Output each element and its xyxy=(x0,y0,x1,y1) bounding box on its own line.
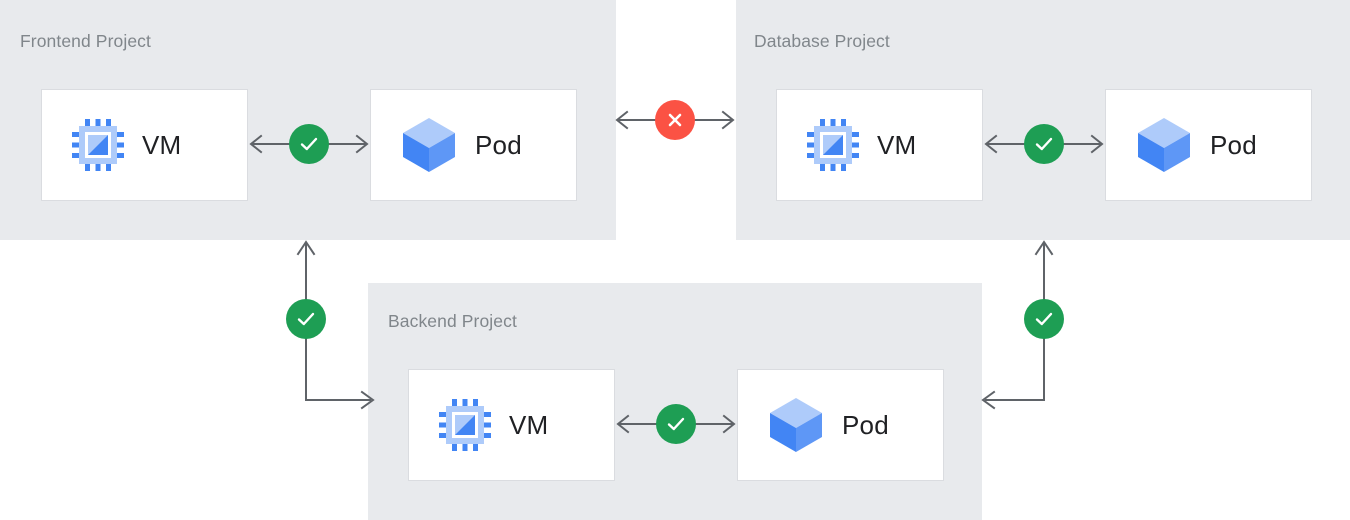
vm-chip-icon xyxy=(72,119,124,171)
project-title-database: Database Project xyxy=(754,31,890,51)
check-icon xyxy=(1035,312,1053,326)
pod-cube-icon xyxy=(401,116,457,174)
status-badge-allowed xyxy=(1024,299,1064,339)
resource-label: VM xyxy=(142,130,182,160)
status-badge-allowed xyxy=(286,299,326,339)
check-icon xyxy=(1035,137,1053,151)
pod-cube-icon xyxy=(1136,116,1192,174)
resource-label: Pod xyxy=(842,410,889,440)
status-badge-allowed xyxy=(656,404,696,444)
status-badge-blocked xyxy=(655,100,695,140)
resource-card-frontend-pod[interactable]: Pod xyxy=(370,89,577,201)
resource-label: VM xyxy=(509,410,549,440)
resource-label: Pod xyxy=(1210,130,1257,160)
project-title-frontend: Frontend Project xyxy=(20,31,151,51)
status-badge-allowed xyxy=(1024,124,1064,164)
pod-cube-icon xyxy=(768,396,824,454)
resource-card-frontend-vm[interactable]: VM xyxy=(41,89,248,201)
resource-card-backend-vm[interactable]: VM xyxy=(408,369,615,481)
vm-chip-icon xyxy=(439,399,491,451)
close-icon xyxy=(668,113,682,127)
status-badge-allowed xyxy=(289,124,329,164)
check-icon xyxy=(297,312,315,326)
resource-label: Pod xyxy=(475,130,522,160)
resource-card-backend-pod[interactable]: Pod xyxy=(737,369,944,481)
project-title-backend: Backend Project xyxy=(388,311,517,331)
vm-chip-icon xyxy=(807,119,859,171)
check-icon xyxy=(300,137,318,151)
resource-card-database-vm[interactable]: VM xyxy=(776,89,983,201)
check-icon xyxy=(667,417,685,431)
resource-label: VM xyxy=(877,130,917,160)
resource-card-database-pod[interactable]: Pod xyxy=(1105,89,1312,201)
